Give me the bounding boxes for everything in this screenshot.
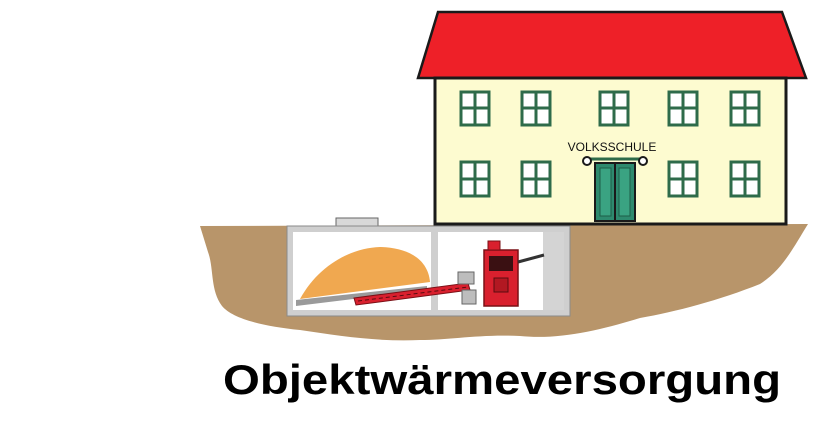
front-door bbox=[594, 162, 636, 222]
upper-windows bbox=[459, 90, 761, 127]
caption-container: Objektwärmeversorgung bbox=[223, 356, 781, 403]
lower-windows bbox=[459, 160, 761, 198]
window bbox=[459, 160, 491, 198]
storage-floor-slope bbox=[296, 286, 427, 306]
window bbox=[520, 90, 552, 127]
door-lamp-left bbox=[582, 156, 592, 166]
door-lamp-right bbox=[638, 156, 648, 166]
roof bbox=[416, 10, 808, 80]
school-sign: VOLKSSCHULE bbox=[568, 140, 657, 154]
window bbox=[667, 160, 699, 198]
fuel-pile bbox=[300, 247, 430, 299]
window bbox=[598, 90, 630, 127]
window bbox=[520, 160, 552, 198]
caption-title: Objektwärmeversorgung bbox=[223, 356, 781, 403]
window bbox=[729, 90, 761, 127]
conveyor-motor bbox=[457, 271, 477, 305]
window bbox=[667, 90, 699, 127]
window bbox=[729, 160, 761, 198]
bunker-hatch bbox=[335, 217, 379, 227]
boiler-room-back-wall bbox=[543, 232, 564, 310]
window bbox=[459, 90, 491, 127]
boiler bbox=[483, 240, 545, 307]
